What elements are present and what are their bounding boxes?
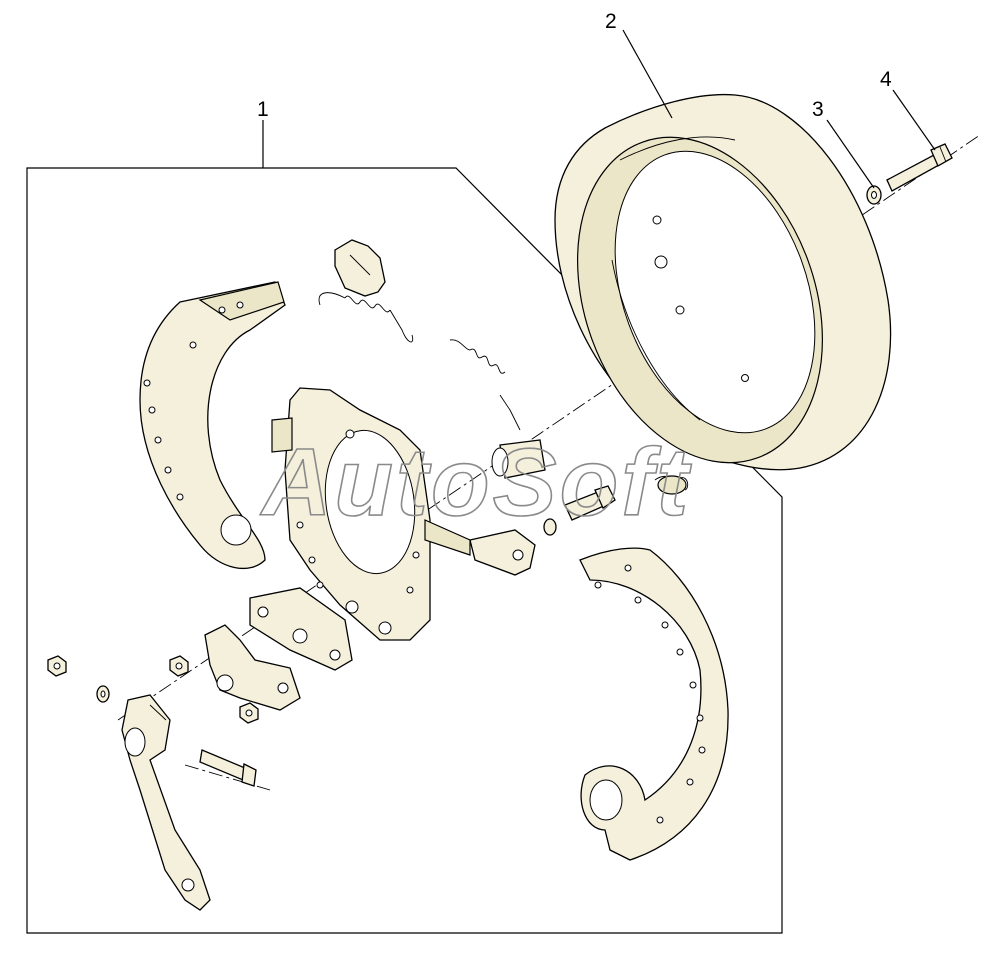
- washer-left: [96, 685, 110, 703]
- pin-axis: [184, 764, 271, 791]
- callout-2: 2: [605, 10, 617, 33]
- back-plate: [271, 387, 471, 641]
- leader-2: [622, 29, 673, 119]
- lower-spring: [654, 475, 689, 495]
- cam-link: [469, 529, 536, 576]
- middle-spring: [449, 339, 521, 431]
- lower-brake-shoe: [579, 547, 729, 861]
- drum-bolt: [886, 143, 953, 192]
- wheel-cylinder: [334, 239, 386, 297]
- nut-lower: [239, 702, 259, 724]
- upper-spring: [318, 292, 414, 343]
- watermark: AutoSoft: [260, 429, 692, 536]
- upper-brake-shoe: [139, 281, 286, 570]
- anchor-pin: [491, 439, 546, 479]
- brake-drum: [554, 93, 892, 471]
- callout-1: 1: [257, 98, 269, 121]
- drum-washer: [866, 185, 882, 205]
- adjuster-bolt: [543, 485, 616, 536]
- nut-left: [47, 655, 67, 677]
- pin-bolt: [199, 749, 257, 787]
- callout-4: 4: [880, 68, 892, 91]
- callout-3: 3: [812, 98, 824, 121]
- leader-3: [826, 119, 875, 189]
- assembly-1-outline: [26, 167, 783, 934]
- bracket: [204, 624, 301, 711]
- arm-plate: [249, 587, 353, 671]
- leader-4: [892, 89, 936, 151]
- nut-middle: [169, 655, 189, 677]
- brake-lever: [121, 694, 211, 911]
